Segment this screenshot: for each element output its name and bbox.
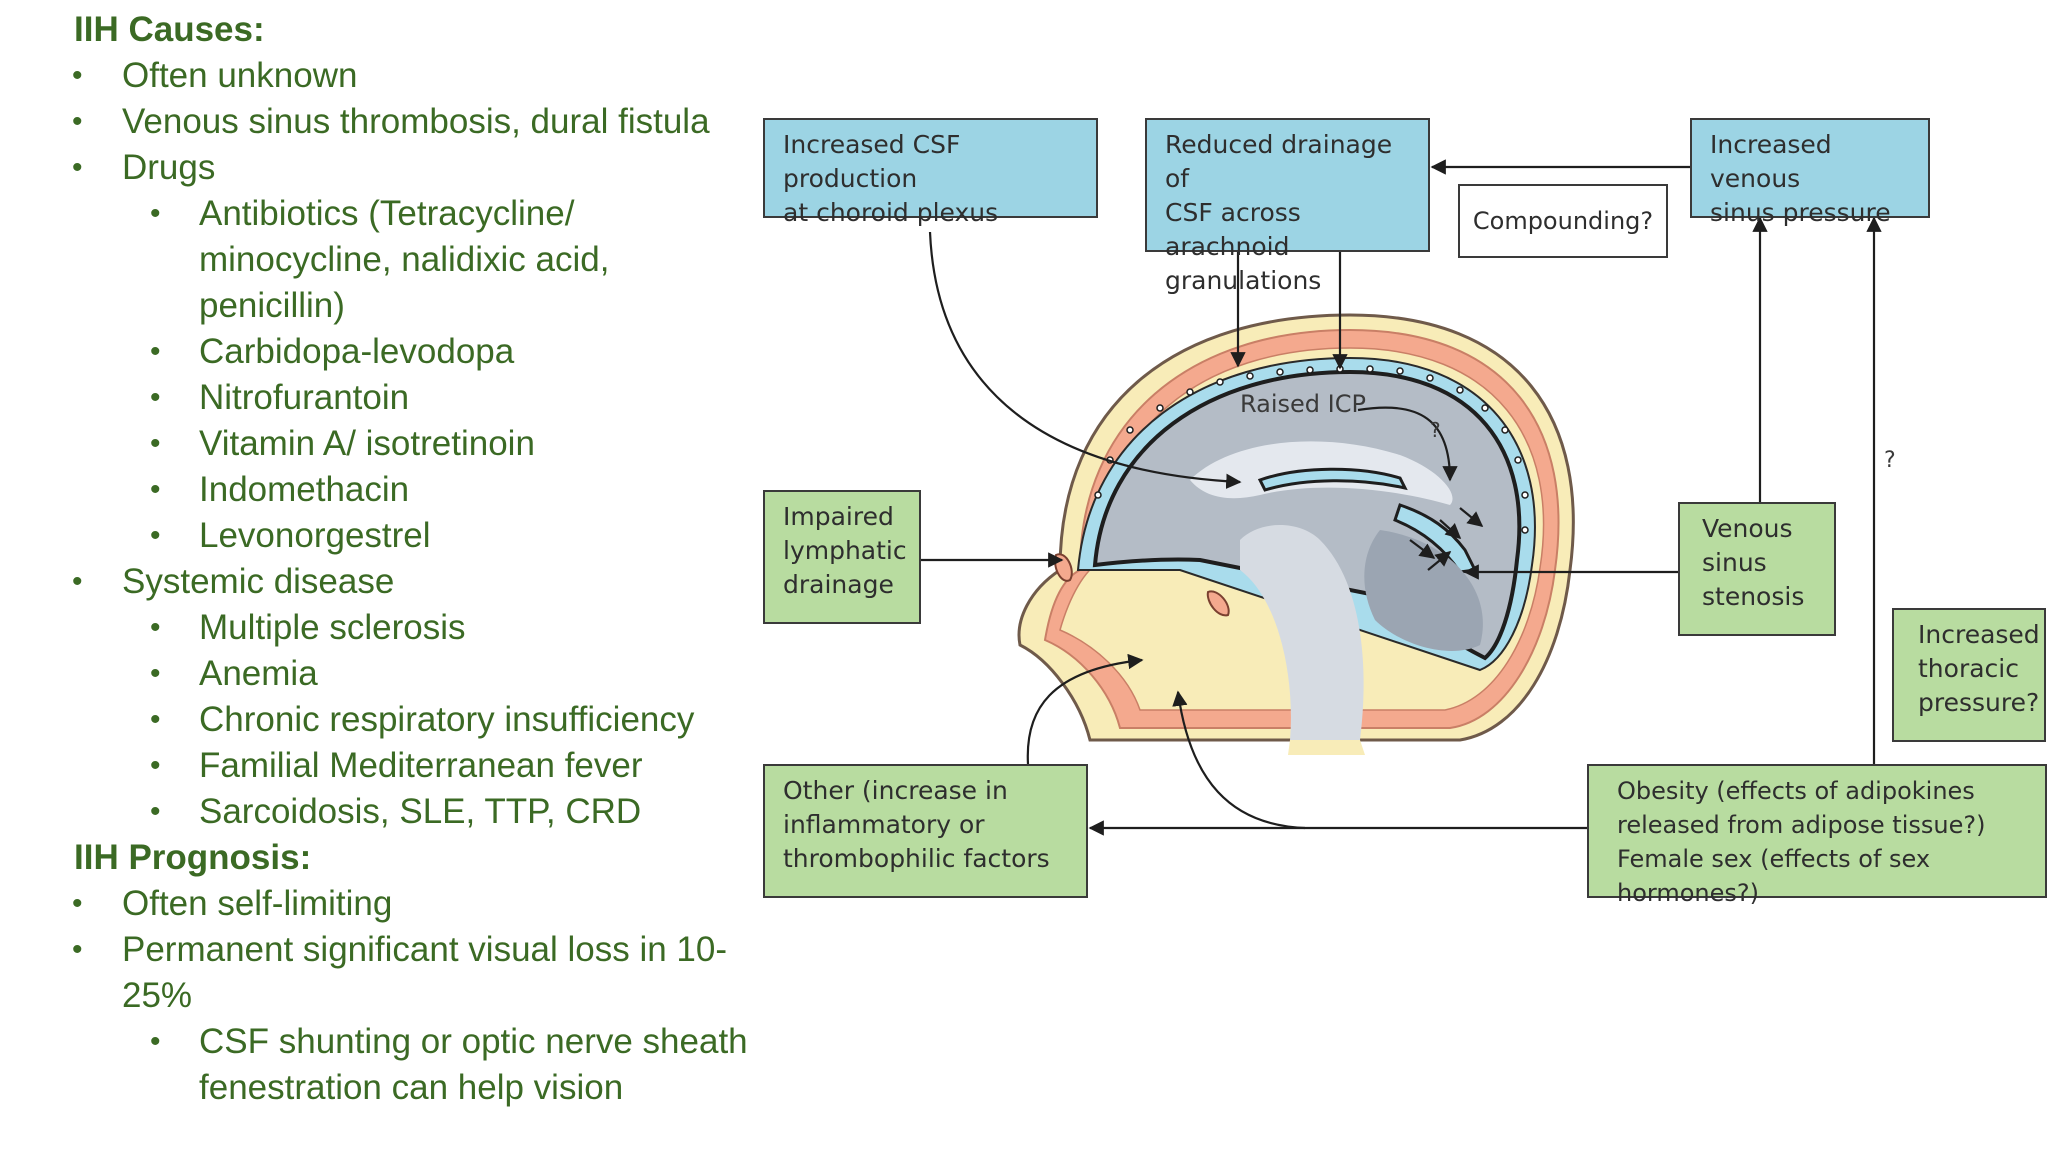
bullet: •: [72, 59, 83, 92]
venous-stenosis-box: Venous sinus stenosis: [1678, 502, 1836, 636]
bullet: •: [150, 611, 161, 644]
bullet: •: [150, 197, 161, 230]
list-item: Multiple sclerosis: [199, 608, 466, 647]
bullet: •: [150, 473, 161, 506]
list-item: Carbidopa-levodopa: [199, 332, 515, 371]
bullet: •: [72, 151, 83, 184]
raised-icp-label: Raised ICP: [1240, 390, 1366, 418]
box-text: Venous: [1702, 514, 1793, 543]
box-text: Obesity (effects of adipokines: [1617, 777, 1975, 805]
box-text: Female sex (effects of sex hormones?): [1617, 845, 1931, 907]
box-text: thrombophilic factors: [783, 844, 1050, 873]
arachnoid-granulations: [1094, 365, 1529, 534]
list-item: Permanent significant visual loss in 10-: [122, 930, 728, 969]
box-text: inflammatory or: [783, 810, 985, 839]
bullet: •: [150, 795, 161, 828]
compression-arrow-3: [1409, 539, 1436, 559]
box-text: thoracic: [1918, 654, 2019, 683]
head-illustration: [1017, 313, 1575, 755]
list-item: Nitrofurantoin: [199, 378, 410, 417]
compounding-box: Compounding?: [1458, 184, 1668, 258]
bullet: •: [72, 565, 83, 598]
bullet: •: [150, 703, 161, 736]
bullet: •: [150, 381, 161, 414]
reduced-drainage-box: Reduced drainage of CSF across arachnoid…: [1145, 118, 1430, 295]
obesity-box: Obesity (effects of adipokines released …: [1587, 764, 2047, 907]
bullet: •: [72, 887, 83, 920]
bullet: •: [150, 657, 161, 690]
list-item-continuation: minocycline, nalidixic acid,: [199, 240, 610, 279]
iih-pathophysiology-diagram: Increased CSF production at choroid plex…: [760, 100, 2048, 910]
list-item: Often unknown: [122, 56, 358, 95]
list-item: Indomethacin: [199, 470, 410, 509]
list-item: Often self-limiting: [122, 884, 393, 923]
box-text: Other (increase in: [783, 776, 1008, 805]
bullet: •: [150, 427, 161, 460]
box-text: lymphatic: [783, 536, 907, 565]
ventricle: [1257, 467, 1408, 492]
spinal-column: [1288, 740, 1365, 755]
arrow-obesity-to-head: [1172, 690, 1306, 830]
box-text: Increased CSF production: [783, 130, 961, 193]
arrow-csf-production: [928, 231, 1242, 489]
causes-heading: IIH Causes:: [74, 10, 265, 49]
bullet: •: [150, 519, 161, 552]
bullet: •: [72, 105, 83, 138]
compression-arrow-4: [1427, 551, 1452, 571]
box-text: granulations: [1165, 266, 1322, 295]
box-text: pressure?: [1918, 688, 2040, 717]
thoracic-pressure-box: Increased thoracic pressure?: [1892, 608, 2046, 742]
box-text: stenosis: [1702, 582, 1805, 611]
list-item: Antibiotics (Tetracycline/: [199, 194, 575, 233]
box-text: sinus pressure: [1710, 198, 1891, 227]
bullet: •: [150, 1025, 161, 1058]
list-item: Anemia: [199, 654, 318, 693]
box-text: sinus: [1702, 548, 1767, 577]
list-item: Drugs: [122, 148, 216, 187]
box-text: Increased: [1918, 620, 2040, 649]
list-item: Systemic disease: [122, 562, 395, 601]
box-text: Compounding?: [1472, 207, 1654, 235]
box-text: Reduced drainage of: [1165, 130, 1393, 193]
list-item: CSF shunting or optic nerve sheath: [199, 1022, 748, 1061]
bullet: •: [150, 335, 161, 368]
box-text: Increased venous: [1710, 130, 1832, 193]
box-text: CSF across arachnoid: [1165, 198, 1301, 261]
box-text: Impaired: [783, 502, 894, 531]
bullet: •: [150, 749, 161, 782]
diagram-drawing: [920, 159, 1882, 836]
arrow-other-to-head: [1026, 653, 1144, 765]
prognosis-heading: IIH Prognosis:: [74, 838, 312, 877]
list-item: Venous sinus thrombosis, dural fistula: [122, 102, 710, 141]
venous-pressure-box: Increased venous sinus pressure: [1690, 118, 1930, 227]
compression-arrow-1: [1439, 519, 1462, 540]
list-item: Levonorgestrel: [199, 516, 431, 555]
list-item: Familial Mediterranean fever: [199, 746, 643, 785]
bullet: •: [72, 933, 83, 966]
question-mark-side: ?: [1884, 448, 1896, 473]
csf-production-box: Increased CSF production at choroid plex…: [763, 118, 1098, 227]
list-item: Sarcoidosis, SLE, TTP, CRD: [199, 792, 642, 831]
nasal-vessel: [1206, 590, 1230, 617]
box-text: at choroid plexus: [783, 198, 999, 227]
connectors: [920, 159, 1882, 836]
lymphatic-box: Impaired lymphatic drainage: [763, 490, 921, 624]
list-item: Vitamin A/ isotretinoin: [199, 424, 535, 463]
compression-arrow-2: [1459, 507, 1484, 527]
text-column: IIH Causes: • Often unknown • Venous sin…: [0, 0, 760, 1152]
arrow-raised-icp: [1357, 406, 1458, 482]
box-text: released from adipose tissue?): [1617, 811, 1986, 839]
brainstem: [1240, 525, 1364, 740]
list-item-continuation: fenestration can help vision: [199, 1068, 624, 1107]
list-item: Chronic respiratory insufficiency: [199, 700, 695, 739]
other-factors-box: Other (increase in inflammatory or throm…: [763, 764, 1088, 898]
box-text: drainage: [783, 570, 894, 599]
question-mark-icp: ?: [1430, 418, 1441, 442]
cerebellum: [1364, 530, 1483, 651]
list-item-continuation: penicillin): [199, 286, 345, 325]
list-item-continuation: 25%: [122, 976, 193, 1015]
